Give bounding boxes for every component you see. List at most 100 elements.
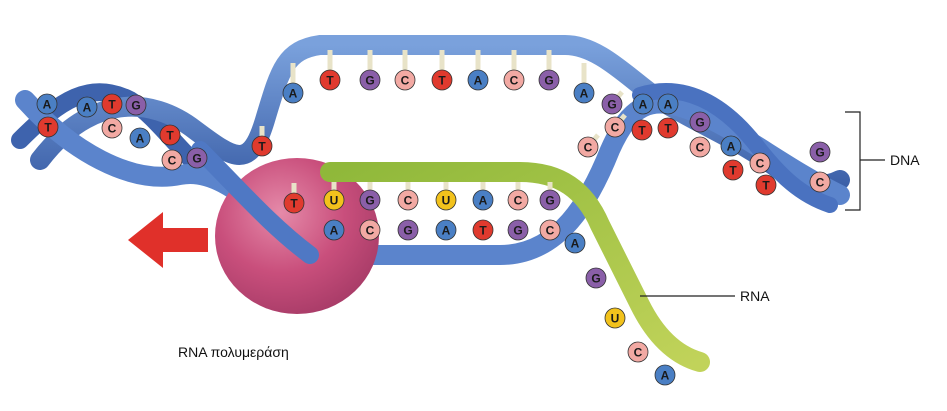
nucleotide-letter: C bbox=[404, 194, 413, 208]
nucleotide-letter: C bbox=[366, 224, 375, 238]
nucleotide-letter: C bbox=[546, 224, 555, 238]
direction-arrow bbox=[128, 212, 208, 268]
nucleotide-letter: C bbox=[696, 141, 705, 155]
nucleotide-a: A bbox=[632, 93, 654, 115]
nucleotide-letter: G bbox=[591, 272, 600, 286]
nucleotide-letter: C bbox=[108, 122, 117, 136]
nucleotide-letter: T bbox=[44, 121, 52, 135]
nucleotide-g: G bbox=[359, 189, 381, 211]
nucleotide-c: C bbox=[809, 171, 831, 193]
nucleotide-g: G bbox=[397, 219, 419, 241]
nucleotide-c: C bbox=[161, 149, 183, 171]
nucleotide-a: A bbox=[720, 135, 742, 157]
nucleotide-letter: A bbox=[43, 98, 52, 112]
nucleotide-letter: G bbox=[607, 98, 616, 112]
nucleotide-t: T bbox=[755, 174, 777, 196]
nucleotide-g: G bbox=[585, 267, 607, 289]
nucleotide-letter: C bbox=[401, 74, 410, 88]
nucleotide-t: T bbox=[319, 69, 341, 91]
nucleotide-g: G bbox=[125, 94, 147, 116]
nucleotide-t: T bbox=[431, 69, 453, 91]
nucleotide-a: A bbox=[654, 364, 676, 386]
nucleotide-u: U bbox=[604, 307, 626, 329]
nucleotide-letter: G bbox=[695, 116, 704, 130]
nucleotide-letter: A bbox=[661, 369, 670, 383]
nucleotide-u: U bbox=[435, 189, 457, 211]
nucleotide-c: C bbox=[507, 189, 529, 211]
nucleotide-c: C bbox=[539, 219, 561, 241]
nucleotide-letter: A bbox=[639, 98, 648, 112]
nucleotide-c: C bbox=[359, 219, 381, 241]
rna-label: RNA bbox=[740, 288, 770, 304]
nucleotide-g: G bbox=[689, 111, 711, 133]
nucleotide-letter: T bbox=[638, 124, 646, 138]
nucleotide-letter: G bbox=[365, 74, 374, 88]
nucleotide-letter: U bbox=[330, 194, 339, 208]
nucleotide-letter: A bbox=[479, 194, 488, 208]
nucleotide-c: C bbox=[101, 117, 123, 139]
nucleotide-letter: T bbox=[664, 122, 672, 136]
nucleotide-letter: T bbox=[762, 179, 770, 193]
nucleotide-c: C bbox=[503, 69, 525, 91]
nucleotide-letter: C bbox=[611, 121, 620, 135]
nucleotide-g: G bbox=[186, 147, 208, 169]
nucleotide-a: A bbox=[472, 189, 494, 211]
nucleotide-t: T bbox=[251, 135, 273, 157]
nucleotide-letter: T bbox=[290, 197, 298, 211]
nucleotide-letter: G bbox=[545, 194, 554, 208]
nucleotide-letter: G bbox=[403, 224, 412, 238]
nucleotide-c: C bbox=[394, 69, 416, 91]
nucleotide-g: G bbox=[359, 69, 381, 91]
nucleotide-a: A bbox=[573, 82, 595, 104]
nucleotide-a: A bbox=[467, 69, 489, 91]
nucleotide-letter: T bbox=[258, 140, 266, 154]
nucleotide-letter: C bbox=[584, 141, 593, 155]
nucleotide-c: C bbox=[397, 189, 419, 211]
nucleotide-a: A bbox=[564, 232, 586, 254]
nucleotide-letter: G bbox=[192, 152, 201, 166]
nucleotide-g: G bbox=[601, 93, 623, 115]
nucleotide-letter: T bbox=[326, 74, 334, 88]
nucleotide-letter: C bbox=[756, 157, 765, 171]
nucleotide-letter: T bbox=[438, 74, 446, 88]
nucleotide-a: A bbox=[282, 82, 304, 104]
dna-right-cross-strand bbox=[632, 83, 838, 213]
nucleotide-letter: C bbox=[816, 176, 825, 190]
nucleotide-letter: A bbox=[83, 101, 92, 115]
nucleotide-letter: G bbox=[815, 146, 824, 160]
nucleotide-letter: G bbox=[131, 99, 140, 113]
nucleotide-letter: G bbox=[544, 74, 553, 88]
nucleotide-t: T bbox=[283, 192, 305, 214]
nucleotide-u: U bbox=[323, 189, 345, 211]
nucleotide-letter: A bbox=[571, 237, 580, 251]
nucleotide-t: T bbox=[472, 219, 494, 241]
nucleotide-letter: G bbox=[513, 224, 522, 238]
nucleotide-letter: C bbox=[168, 154, 177, 168]
nucleotide-letter: G bbox=[365, 194, 374, 208]
nucleotide-a: A bbox=[323, 219, 345, 241]
nucleotide-c: C bbox=[749, 152, 771, 174]
nucleotide-letter: A bbox=[727, 140, 736, 154]
nucleotide-t: T bbox=[159, 124, 181, 146]
nucleotide-t: T bbox=[722, 159, 744, 181]
nucleotide-t: T bbox=[631, 119, 653, 141]
nucleotide-letter: A bbox=[136, 132, 145, 146]
nucleotide-letter: T bbox=[479, 224, 487, 238]
nucleotide-t: T bbox=[657, 117, 679, 139]
nucleotide-g: G bbox=[507, 219, 529, 241]
nucleotide-a: A bbox=[657, 93, 679, 115]
nucleotide-g: G bbox=[539, 189, 561, 211]
nucleotide-letter: A bbox=[330, 224, 339, 238]
nucleotide-a: A bbox=[76, 96, 98, 118]
nucleotide-letter: C bbox=[634, 346, 643, 360]
nucleotide-t: T bbox=[101, 93, 123, 115]
nucleotide-c: C bbox=[604, 116, 626, 138]
nucleotide-letter: C bbox=[510, 74, 519, 88]
dna-bracket bbox=[845, 111, 885, 211]
nucleotide-c: C bbox=[627, 341, 649, 363]
nucleotide-g: G bbox=[809, 141, 831, 163]
rna-strand bbox=[320, 162, 710, 372]
nucleotide-a: A bbox=[129, 127, 151, 149]
nucleotide-letter: A bbox=[664, 98, 673, 112]
nucleotide-letter: U bbox=[611, 312, 620, 326]
